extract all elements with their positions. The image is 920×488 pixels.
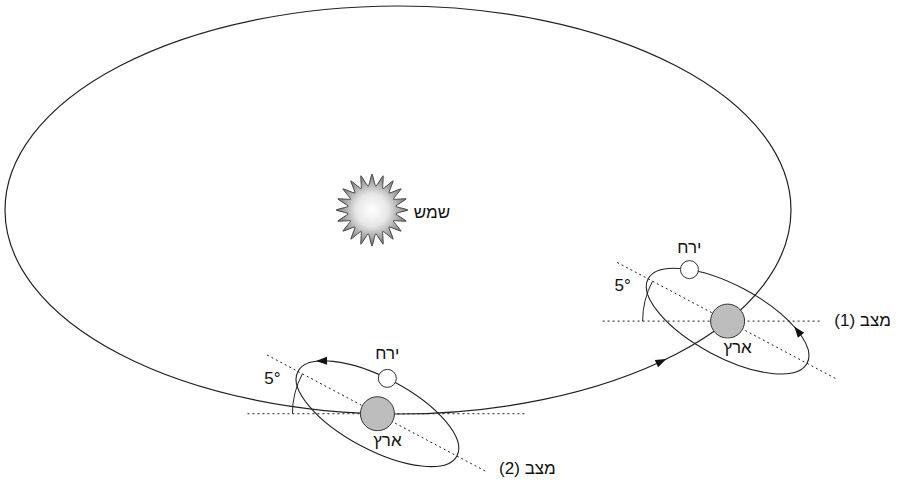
earth-moon-system [603,247,838,395]
moon-label: ירח [374,345,400,364]
angle-label: 5° [263,369,281,388]
angle-label: 5° [613,277,631,296]
state-label: מצב (1) [833,312,892,331]
moon-label: ירח [676,238,702,257]
moon-orbit-arrow [316,357,327,365]
moon-symbol [680,261,698,279]
earth-moon-system [247,340,527,488]
earth-symbol [711,304,745,338]
earth-label: ארץ [722,339,752,358]
moon-orbit [281,340,474,488]
earth-orbit [5,6,791,414]
sun-symbol [336,174,408,246]
sun-label: שמש [413,204,451,223]
moon-orbit-arrow [794,327,804,338]
earth-symbol [360,397,394,431]
moon-orbit-plane [267,355,488,472]
state-label: מצב (2) [498,459,557,478]
earth-label: ארץ [372,431,402,450]
moon-orbit-plane [617,262,838,379]
orbit-arrow [655,359,667,367]
moon-symbol [378,369,396,387]
moon-orbit [631,247,824,395]
